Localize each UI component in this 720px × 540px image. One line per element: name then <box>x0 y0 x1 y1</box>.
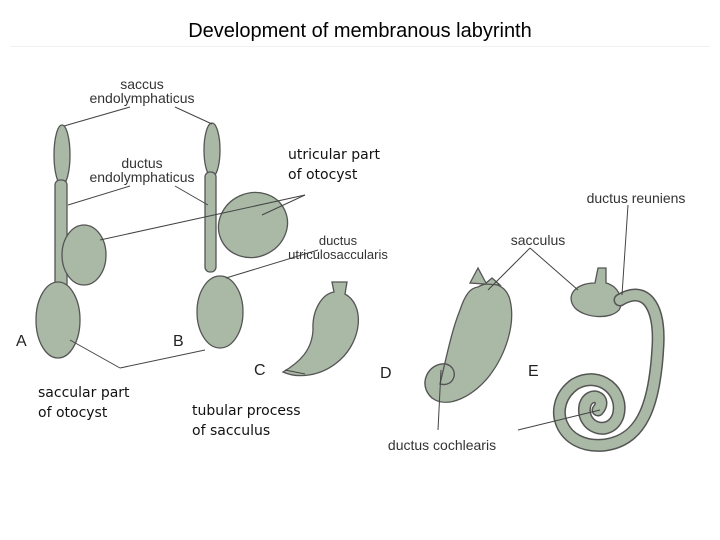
label-utricular-part: utricular part of otocyst <box>286 145 382 185</box>
label-tubular-line1: tubular process <box>192 403 301 419</box>
label-ductus-endo-line1: ductus <box>121 155 162 171</box>
label-tubular-line2: of sacculus <box>192 423 271 439</box>
label-saccular-line1: saccular part <box>38 385 130 401</box>
label-saccular-line2: of otocyst <box>38 405 108 421</box>
stage-a-otocyst <box>35 124 107 359</box>
stage-letter-b: B <box>173 333 184 350</box>
stage-letter-a: A <box>16 333 27 350</box>
stage-e-cochlear-duct <box>552 288 665 452</box>
label-saccular-part: saccular part of otocyst <box>36 383 132 423</box>
label-tubular-process: tubular process of sacculus <box>190 401 303 441</box>
title-divider <box>10 46 710 47</box>
stage-letter-c: C <box>254 362 266 379</box>
label-ductus-utr-line2: utriculosaccularis <box>288 247 388 262</box>
label-sacculus: sacculus <box>511 232 565 248</box>
label-utricular-line1: utricular part <box>288 147 380 163</box>
stage-e-sacculus <box>570 267 622 318</box>
stage-b-otocyst <box>196 122 289 349</box>
label-utricular-line2: of otocyst <box>288 167 358 183</box>
stage-letter-e: E <box>528 363 539 380</box>
label-saccus-line1: saccus <box>120 76 164 92</box>
label-ductus-cochlearis: ductus cochlearis <box>388 437 496 453</box>
stage-letter-d: D <box>380 365 392 382</box>
label-ductus-utr-line1: ductus <box>319 233 358 248</box>
stage-c-sacculus <box>281 281 359 377</box>
slide-title: Development of membranous labyrinth <box>188 20 532 42</box>
leader-lines <box>63 106 629 431</box>
label-saccus-line2: endolymphaticus <box>89 90 194 106</box>
label-ductus-endo-line2: endolymphaticus <box>89 169 194 185</box>
label-ductus-reuniens: ductus reuniens <box>587 190 686 206</box>
stage-d-cochlear-duct <box>424 266 513 403</box>
